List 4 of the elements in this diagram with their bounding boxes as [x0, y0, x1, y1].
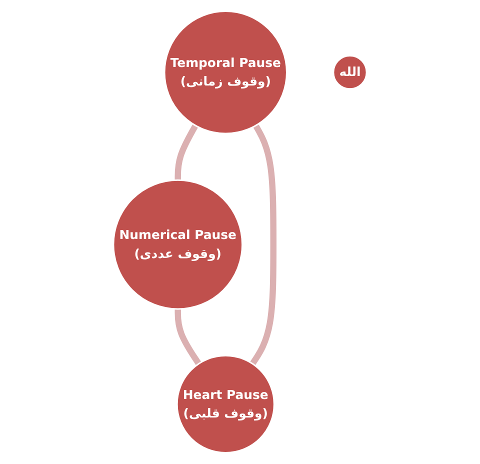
- connector: [174, 124, 198, 180]
- node-circle: الله: [332, 54, 368, 90]
- connector: [250, 124, 276, 366]
- connector: [174, 309, 202, 366]
